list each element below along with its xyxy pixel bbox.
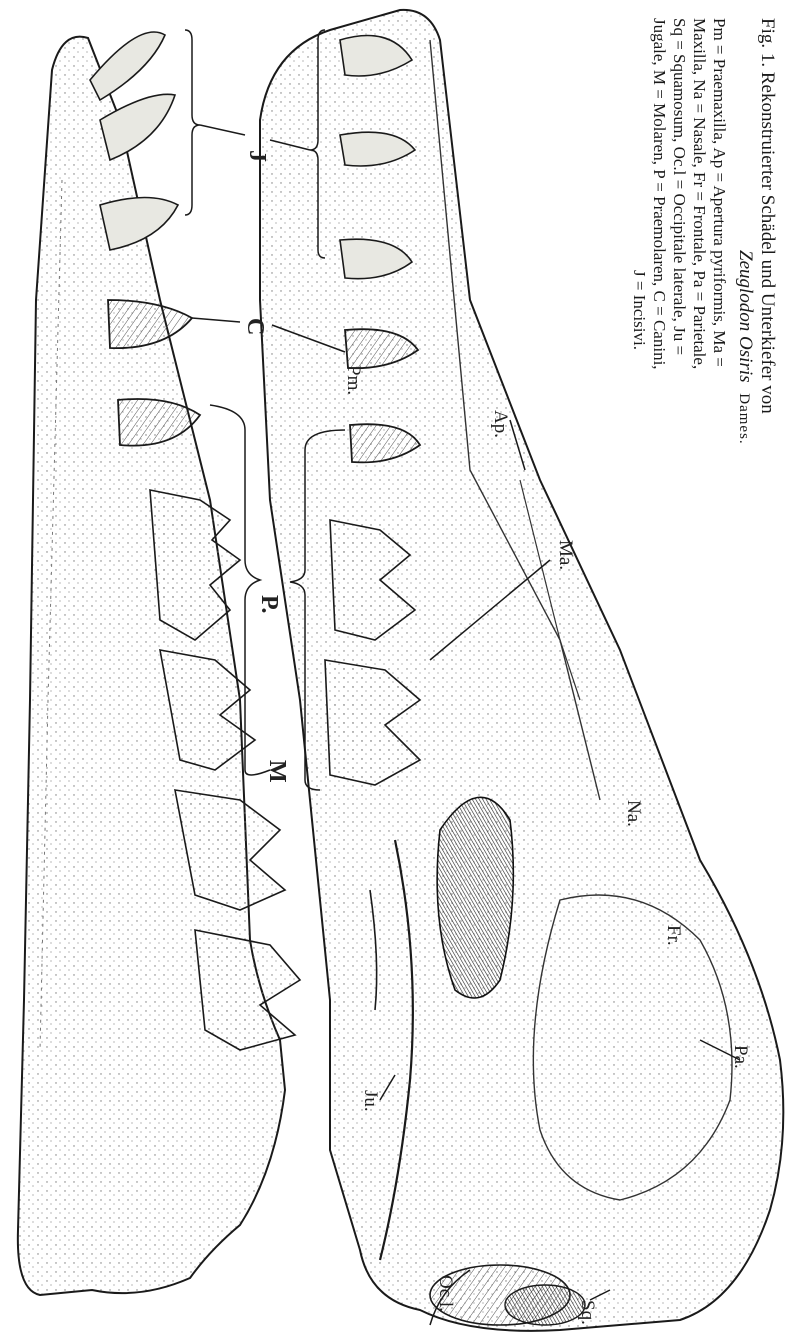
label-fr: Fr. xyxy=(663,925,684,946)
caption-legend-line-3: Sq = Squamosum, Oc.l = Occipitale latera… xyxy=(670,18,689,355)
caption-legend-line-4: Jugale, M = Molaren, P = Praemolaren, C … xyxy=(650,18,669,370)
label-ma: Ma. xyxy=(555,540,576,570)
caption-species: Zeuglodon Osiris xyxy=(735,250,756,383)
label-c: C xyxy=(242,318,268,335)
label-sq: Sq. xyxy=(577,1300,598,1325)
label-pm: Pm. xyxy=(343,365,364,395)
label-ap: Ap. xyxy=(490,410,511,438)
label-na: Na. xyxy=(623,800,644,827)
label-ocl: Oc.l. xyxy=(435,1275,456,1312)
caption-legend-line-1: Pm = Praemaxilla, Ap = Apertura pyriform… xyxy=(710,18,729,367)
label-p: P. xyxy=(256,595,282,613)
caption-author: Dames. xyxy=(736,393,752,444)
label-j: J xyxy=(244,150,270,162)
label-pa: Pa. xyxy=(730,1045,751,1069)
caption-title: Fig. 1. Rekonstruierter Schädel und Unte… xyxy=(757,18,778,414)
figure-caption: Fig. 1. Rekonstruierter Schädel und Unte… xyxy=(630,18,778,445)
caption-species-line: Zeuglodon Osiris Dames. xyxy=(735,250,756,445)
label-ju: Ju. xyxy=(360,1090,381,1112)
lower-jaw xyxy=(18,32,300,1295)
caption-legend-line-2: Maxilla, Na = Nasale, Fr = Frontale, Pa … xyxy=(690,18,709,369)
caption-legend-line-5: J = Incisivi. xyxy=(630,270,649,350)
label-m: M xyxy=(264,760,290,783)
